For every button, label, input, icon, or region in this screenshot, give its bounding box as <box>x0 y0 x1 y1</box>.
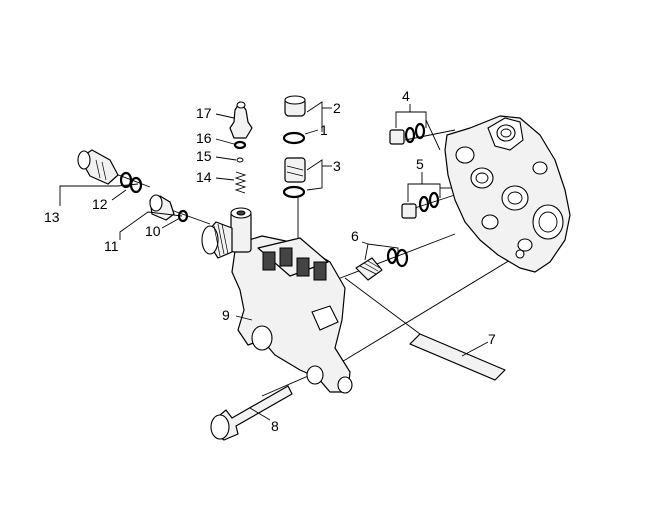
callout-7: 7 <box>488 331 496 347</box>
part-7-strip <box>409 333 506 381</box>
part-17-nipple <box>229 101 253 139</box>
part-13-fitting <box>77 149 119 185</box>
valve-5 <box>401 191 440 219</box>
callout-10: 10 <box>145 223 161 239</box>
callout-17: 17 <box>196 105 212 121</box>
callout-13: 13 <box>44 209 60 225</box>
callout-12: 12 <box>92 196 108 212</box>
callout-5: 5 <box>416 156 424 172</box>
callout-3: 3 <box>333 158 341 174</box>
callout-6: 6 <box>351 228 359 244</box>
valve-4 <box>389 122 426 145</box>
callout-15: 15 <box>196 148 212 164</box>
callout-11: 11 <box>104 238 119 254</box>
pump-housing <box>444 115 571 273</box>
valve-6 <box>355 247 409 281</box>
callout-16: 16 <box>196 130 212 146</box>
part-15-washer <box>236 157 244 163</box>
callout-labels: 1 2 3 4 5 6 7 8 9 10 11 12 13 14 15 16 1… <box>44 88 496 434</box>
leader-lines <box>59 101 489 421</box>
callout-2: 2 <box>333 100 341 116</box>
part-9-pump-head <box>201 207 353 394</box>
part-2-cap <box>284 95 306 117</box>
part-16-oring <box>233 140 247 150</box>
callout-8: 8 <box>271 418 279 434</box>
part-8-bolt <box>210 385 293 441</box>
part-11-fitting <box>149 194 175 221</box>
callout-1: 1 <box>320 122 328 138</box>
part-14-spring <box>234 171 247 194</box>
part-3-valve <box>282 157 306 199</box>
callout-4: 4 <box>402 88 410 104</box>
part-1-oring <box>282 131 306 145</box>
callout-14: 14 <box>196 169 212 185</box>
callout-9: 9 <box>222 307 230 323</box>
